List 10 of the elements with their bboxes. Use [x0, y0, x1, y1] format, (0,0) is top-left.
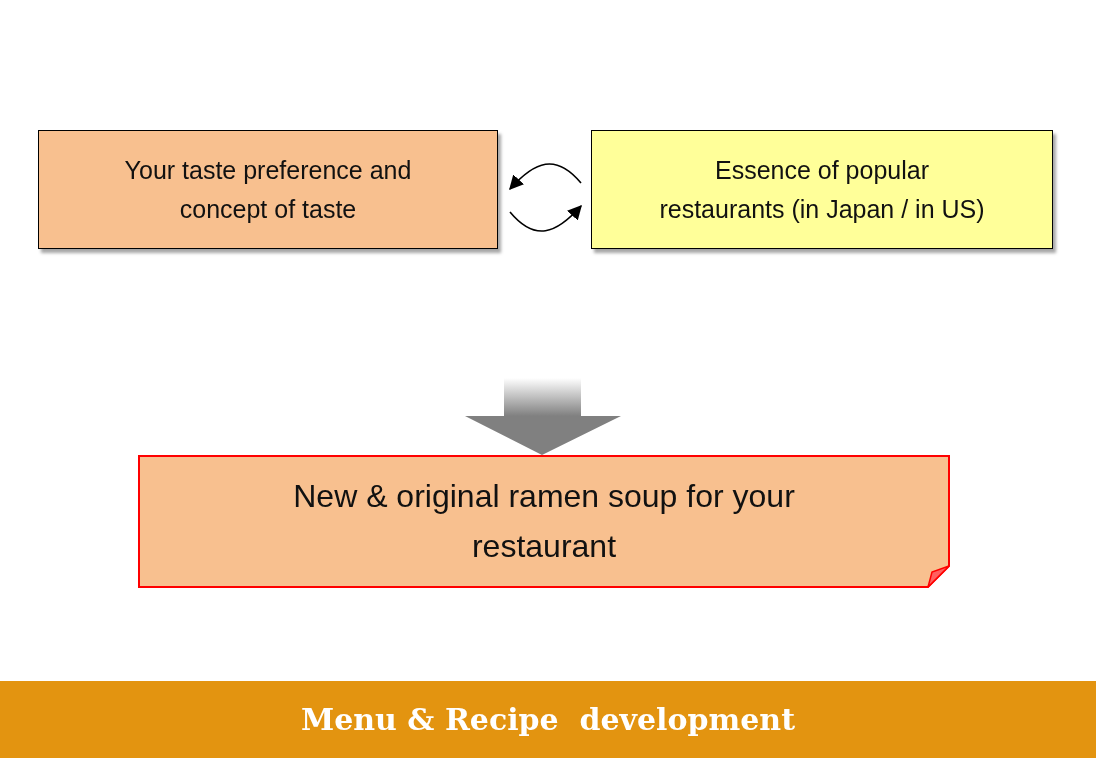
box-text: Essence of popular restaurants (in Japan / in US) — [658, 154, 986, 225]
box-text: New & original ramen soup for your restaurant — [292, 476, 796, 566]
note-box — [138, 455, 950, 588]
process-box — [591, 130, 1053, 249]
block-arrow — [465, 378, 621, 455]
curved-arrow — [509, 204, 582, 232]
process-box — [38, 130, 498, 249]
curved-arrow — [509, 163, 582, 191]
box-text: Your taste preference and concept of taste — [123, 154, 413, 225]
title: Menu & Recipe development — [301, 702, 795, 737]
